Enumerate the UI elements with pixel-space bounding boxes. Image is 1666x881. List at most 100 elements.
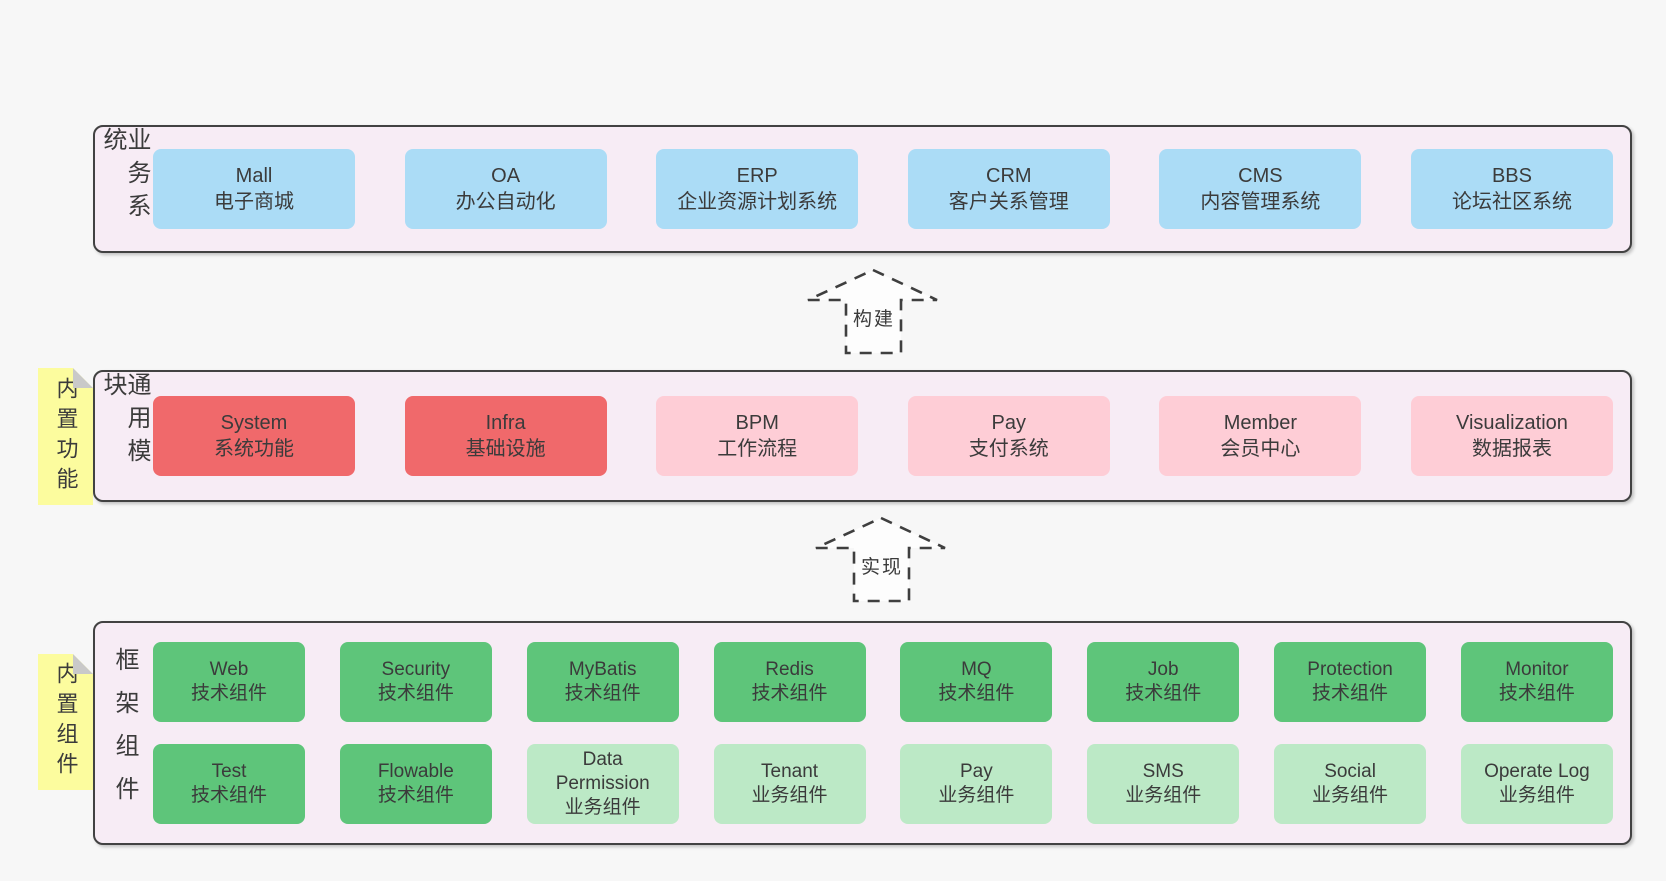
box-title: BBS <box>1491 165 1532 187</box>
box-title: Data Permission <box>555 749 650 795</box>
arrow-build-label: 构建 <box>853 308 895 330</box>
box-subtitle: 技术组件 <box>938 683 1015 704</box>
box-subtitle: 技术组件 <box>377 683 454 704</box>
box-subtitle: 业务组件 <box>1125 785 1202 806</box>
note-built-in-components-label: 内置组件 <box>53 662 79 782</box>
note-built-in-features: 内置功能 <box>38 368 93 505</box>
box-subtitle: 业务组件 <box>1498 785 1575 806</box>
arrow-build-shape <box>807 268 938 355</box>
box-title: Infra <box>485 412 526 434</box>
arrow-implement-icon: 实现 <box>815 516 946 603</box>
box-infra: Infra 基础设施 <box>404 396 607 476</box>
box-subtitle: 业务组件 <box>751 785 828 806</box>
box-subtitle: 技术组件 <box>1498 683 1575 704</box>
box-oa: OA 办公自动化 <box>404 149 607 229</box>
box-title: Tenant <box>761 761 819 783</box>
box-subtitle: 数据报表 <box>1471 438 1552 460</box>
box-visualization: Visualization 数据报表 <box>1410 396 1613 476</box>
box-title: Flowable <box>377 761 454 783</box>
box-subtitle: 业务组件 <box>564 796 641 818</box>
box-title: SMS <box>1142 761 1184 783</box>
box-subtitle: 业务组件 <box>1312 785 1389 806</box>
box-title: Job <box>1147 659 1179 681</box>
box-title: Visualization <box>1456 412 1568 434</box>
box-crm: CRM 客户关系管理 <box>907 149 1110 229</box>
box-title: MyBatis <box>568 659 637 681</box>
box-subtitle: 技术组件 <box>1312 683 1389 704</box>
box-member: Member 会员中心 <box>1159 396 1362 476</box>
panel-modules-label: 通用模块 <box>99 372 150 471</box>
box-title: Pay <box>960 761 993 783</box>
box-subtitle: 技术组件 <box>190 683 267 704</box>
box-subtitle: 技术组件 <box>1125 683 1202 704</box>
box-title: System <box>220 412 288 434</box>
box-title: BPM <box>735 412 779 434</box>
box-title: ERP <box>736 165 778 187</box>
panel-business-systems: 业务系统 Mall 电子商城 OA 办公自动化 ERP 企业资源计划系统 CRM 客户关系管理… <box>93 125 1632 253</box>
box-title: OA <box>491 165 521 187</box>
box-subtitle: 办公自动化 <box>455 191 556 213</box>
box-erp: ERP 企业资源计划系统 <box>656 149 859 229</box>
box-subtitle: 基础设施 <box>465 438 546 460</box>
panel-business-label: 业务系统 <box>99 127 150 226</box>
box-title: Redis <box>765 659 814 681</box>
box-title: Member <box>1223 412 1298 434</box>
box-title: Web <box>209 659 249 681</box>
arrow-implement-shape <box>815 516 946 603</box>
box-title: Mall <box>235 165 273 187</box>
box-subtitle: 客户关系管理 <box>948 191 1069 213</box>
box-subtitle: 业务组件 <box>938 785 1015 806</box>
box-title: CRM <box>986 165 1032 187</box>
box-subtitle: 技术组件 <box>377 785 454 806</box>
box-title: Operate Log <box>1484 761 1590 783</box>
box-bpm: BPM 工作流程 <box>656 396 859 476</box>
box-title: Protection <box>1307 659 1393 681</box>
note-built-in-components: 内置组件 <box>38 654 93 790</box>
box-subtitle: 技术组件 <box>564 683 641 704</box>
arrow-build-icon: 构建 <box>807 268 938 355</box>
box-subtitle: 企业资源计划系统 <box>677 191 838 213</box>
box-subtitle: 技术组件 <box>190 785 267 806</box>
box-pay: Pay 支付系统 <box>907 396 1110 476</box>
note-built-in-features-label: 内置功能 <box>53 376 79 497</box>
panel-framework-label: 框架组件 <box>111 647 138 819</box>
arrow-implement-label: 实现 <box>861 556 903 578</box>
box-subtitle: 工作流程 <box>717 438 798 460</box>
box-title: Monitor <box>1505 659 1569 681</box>
box-mall: Mall 电子商城 <box>153 149 355 229</box>
box-subtitle: 论坛社区系统 <box>1451 191 1572 213</box>
box-bbs: BBS 论坛社区系统 <box>1410 149 1613 229</box>
box-subtitle: 支付系统 <box>968 438 1049 460</box>
box-title: Social <box>1324 761 1376 783</box>
box-title: Pay <box>991 412 1027 434</box>
box-title: Security <box>381 659 451 681</box>
box-subtitle: 会员中心 <box>1220 438 1301 460</box>
box-subtitle: 电子商城 <box>214 191 294 213</box>
box-subtitle: 技术组件 <box>751 683 828 704</box>
